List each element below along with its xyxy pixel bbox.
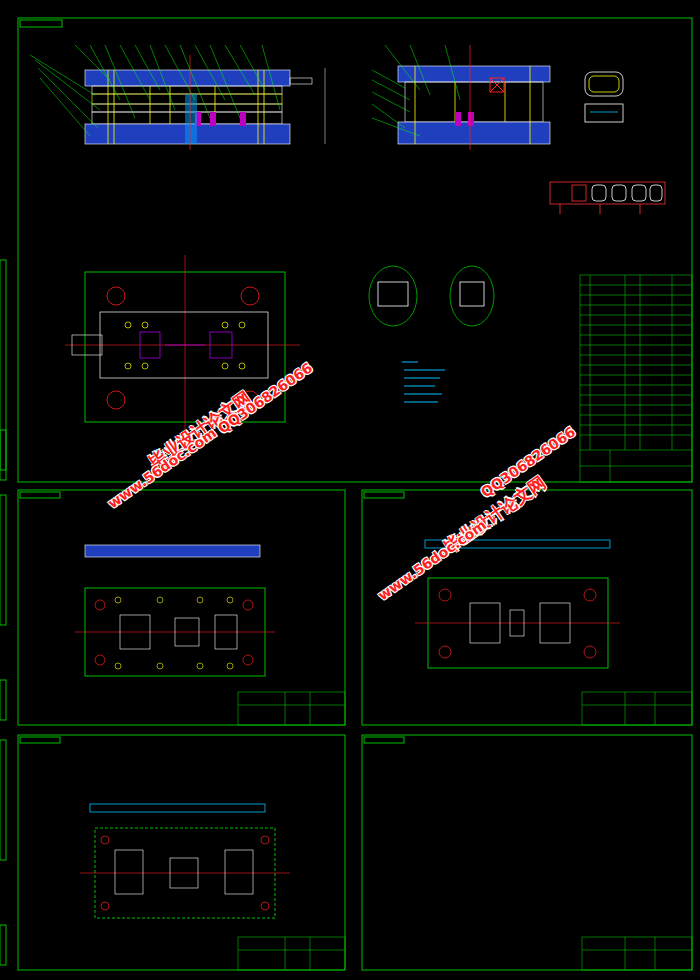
assembly-section bbox=[30, 45, 325, 150]
parts-table bbox=[580, 275, 692, 482]
plate-drawing bbox=[75, 545, 345, 725]
plan-view bbox=[65, 255, 300, 435]
binding-strips bbox=[0, 260, 6, 965]
plate-drawing bbox=[415, 540, 692, 725]
title-block bbox=[582, 937, 692, 970]
strip-layout bbox=[550, 182, 665, 214]
side-section bbox=[372, 45, 550, 150]
part-view bbox=[585, 72, 623, 122]
plate-drawing bbox=[80, 804, 345, 970]
sheet-frames bbox=[18, 18, 692, 970]
detail-views bbox=[369, 266, 494, 326]
notes-lines bbox=[402, 362, 445, 402]
